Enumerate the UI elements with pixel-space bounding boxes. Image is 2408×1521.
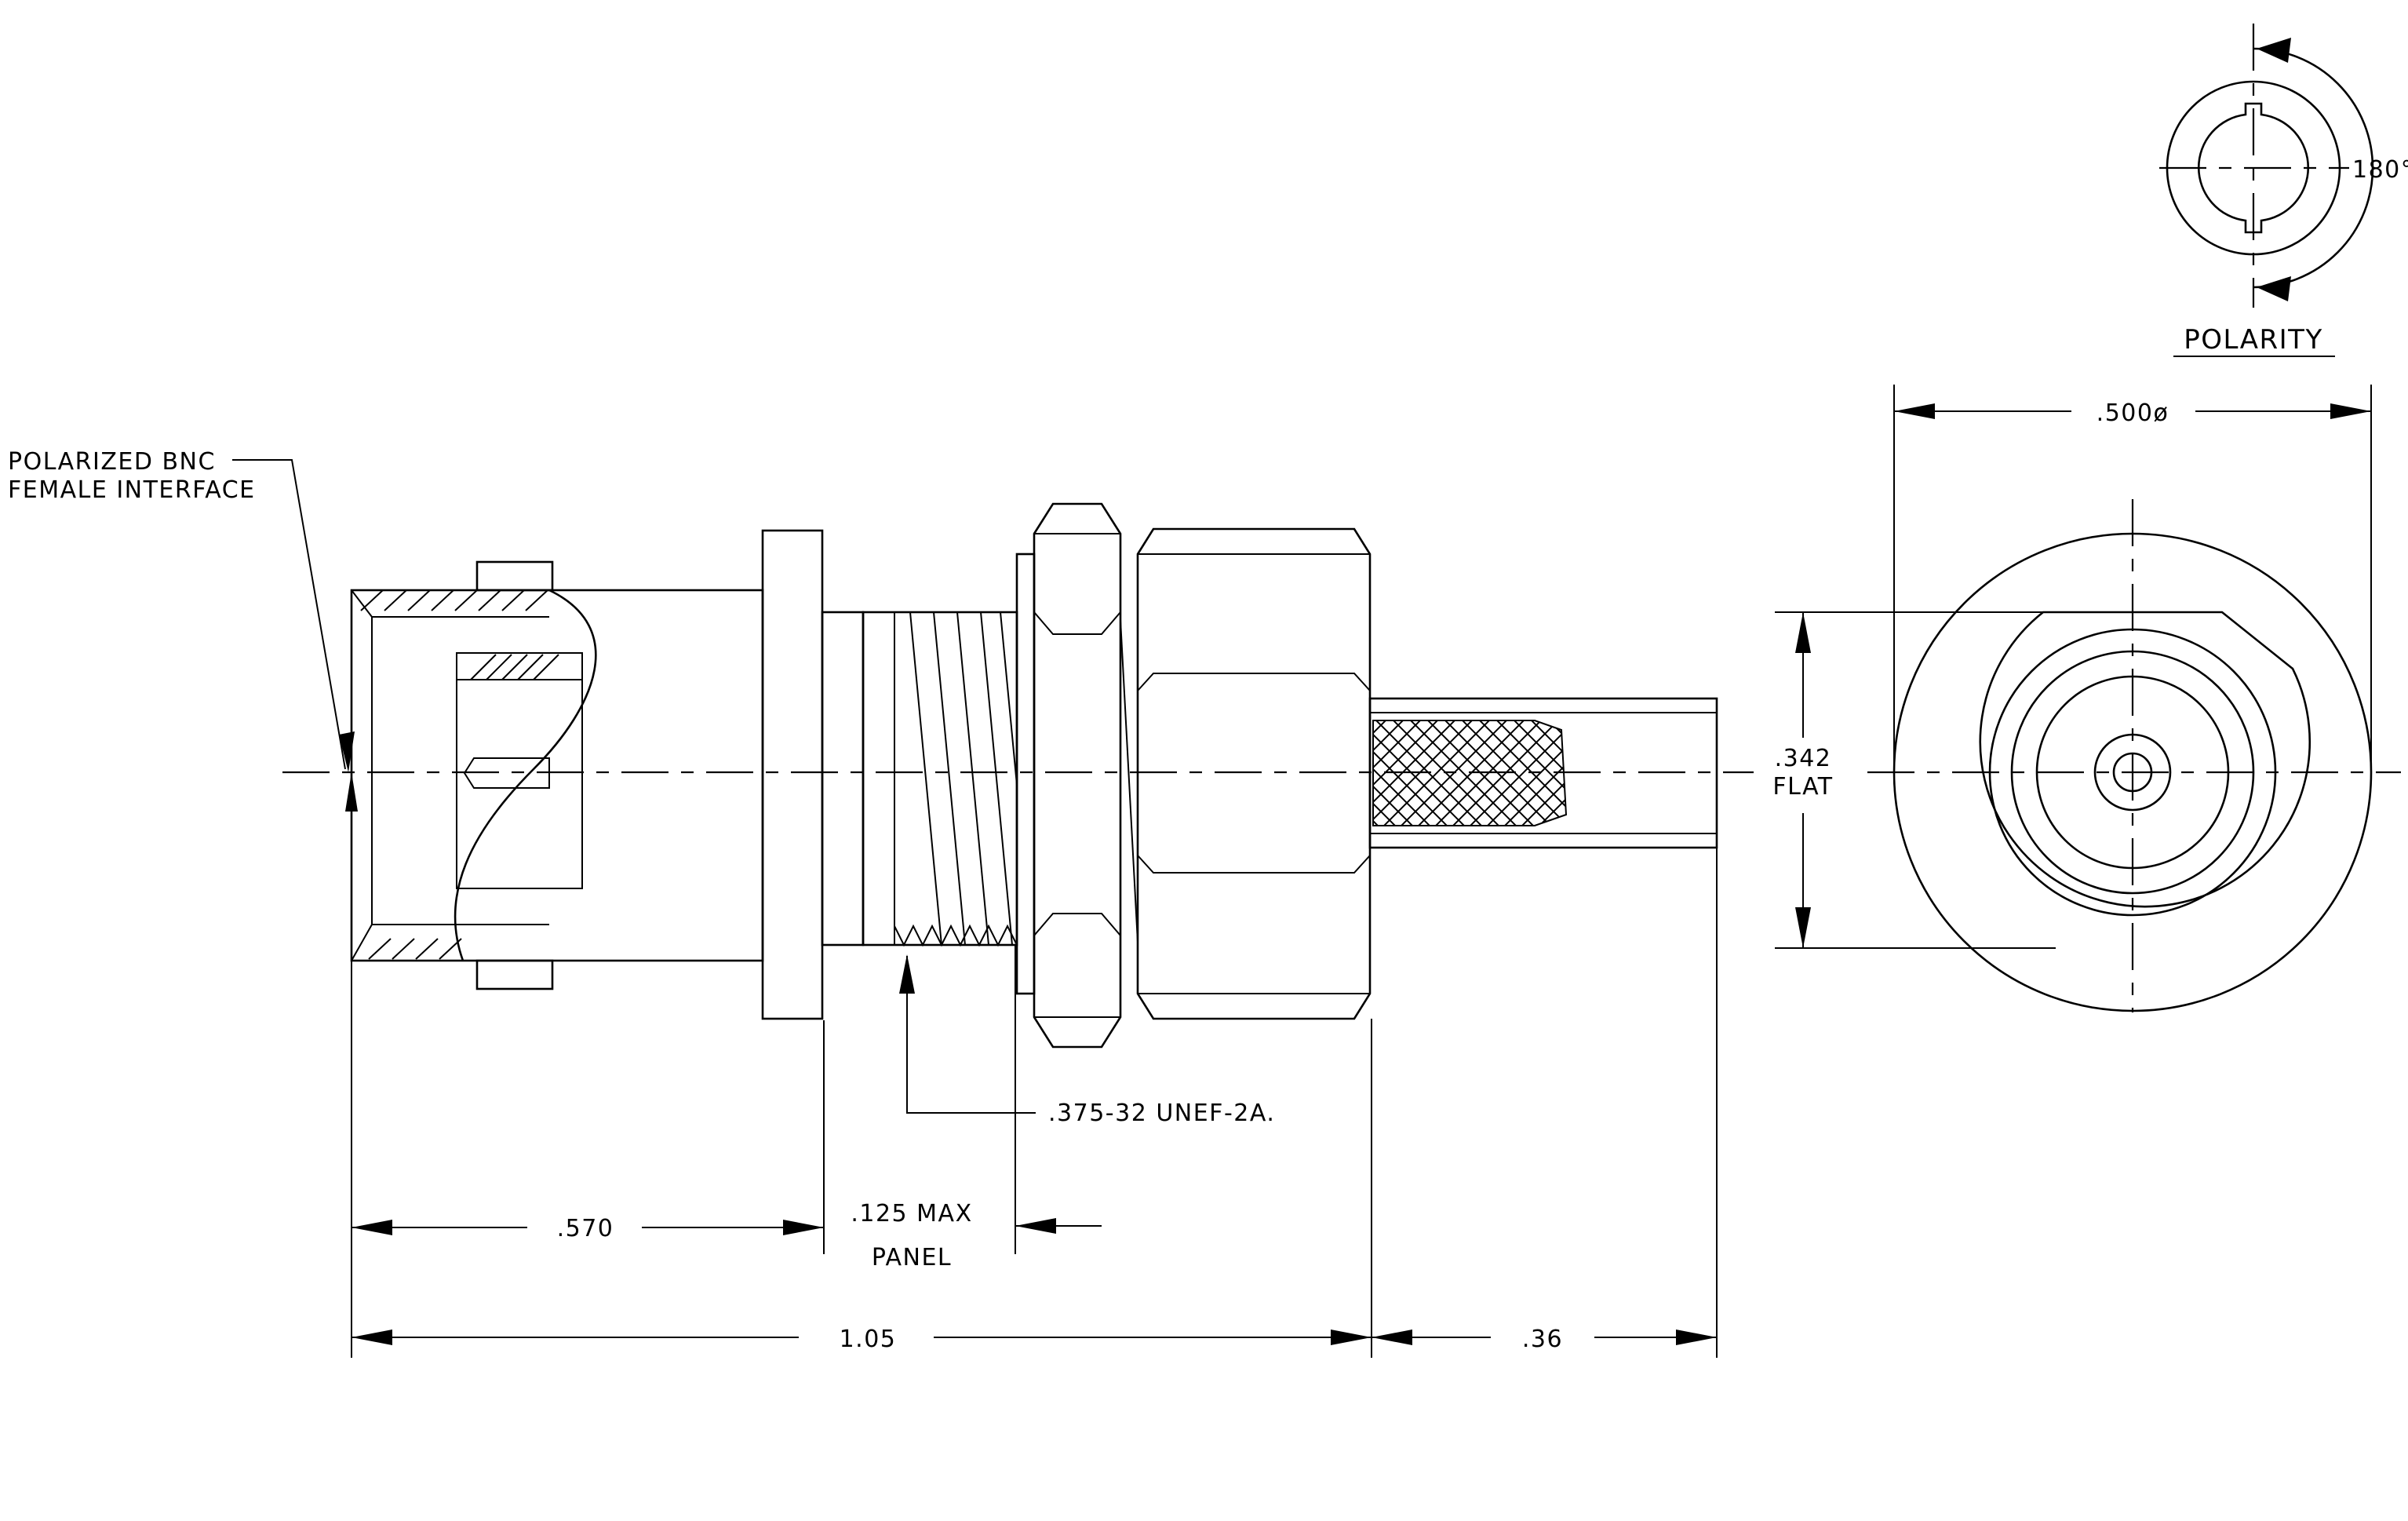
flange-neck <box>821 611 865 947</box>
end-ring-2 <box>1988 628 2277 917</box>
polarity-outer-ring <box>2166 80 2341 256</box>
interface-label-line2: FEMALE INTERFACE <box>8 476 256 504</box>
dim-flat-line1: .342 <box>1775 745 1832 772</box>
rotation-arc <box>2253 47 2374 289</box>
panel-nut <box>1033 502 1138 1049</box>
polarity-title: POLARITY <box>2184 324 2322 356</box>
dim-diameter: .500ø <box>2097 399 2169 427</box>
threaded-section <box>862 611 1018 947</box>
dim-panel-line1: .125 MAX <box>851 1200 972 1227</box>
hatched-wall-top <box>360 589 548 611</box>
knurled-crimp-area <box>1372 720 1568 826</box>
end-view: .500ø .342 FLAT <box>1772 385 2401 1012</box>
dim-panel-line2: PANEL <box>872 1244 952 1271</box>
dim-front-length: .570 <box>557 1215 614 1242</box>
bayonet-pin-bottom <box>475 959 554 990</box>
cutaway-break-line <box>454 589 597 961</box>
polarity-view: 180° POLARITY <box>2159 24 2408 357</box>
end-contact-inner <box>2112 752 2153 793</box>
dim-overall-length: 1.05 <box>840 1326 897 1353</box>
side-view <box>282 502 1754 1049</box>
end-flat-profile <box>1979 611 2311 908</box>
hatched-wall-bottom <box>368 938 462 960</box>
end-ring-3 <box>2010 650 2255 895</box>
dim-tail-length: .36 <box>1522 1326 1563 1353</box>
dim-flat-line2: FLAT <box>1772 773 1833 801</box>
side-dimensions: .570 .125 MAX PANEL 1.05 .36 .375-32 UNE… <box>8 448 1718 1358</box>
rotation-label: 180° <box>2352 156 2408 184</box>
bnc-front-body <box>350 560 764 990</box>
interface-label-line1: POLARIZED BNC <box>8 448 216 476</box>
crimp-ferrule <box>1368 697 1718 849</box>
lock-washer <box>1015 553 1036 995</box>
contact-socket <box>456 652 583 889</box>
center-pin-tip <box>463 757 550 789</box>
bayonet-pin-top <box>475 560 554 592</box>
thread-spec-label: .375-32 UNEF-2A. <box>1048 1100 1275 1127</box>
end-ring-4 <box>2035 675 2230 870</box>
end-contact-outer <box>2093 733 2172 812</box>
contact-hatch <box>457 654 582 680</box>
body-hex <box>1136 527 1372 1020</box>
mounting-flange <box>761 529 824 1020</box>
polarity-keyed-ring <box>2198 102 2309 234</box>
